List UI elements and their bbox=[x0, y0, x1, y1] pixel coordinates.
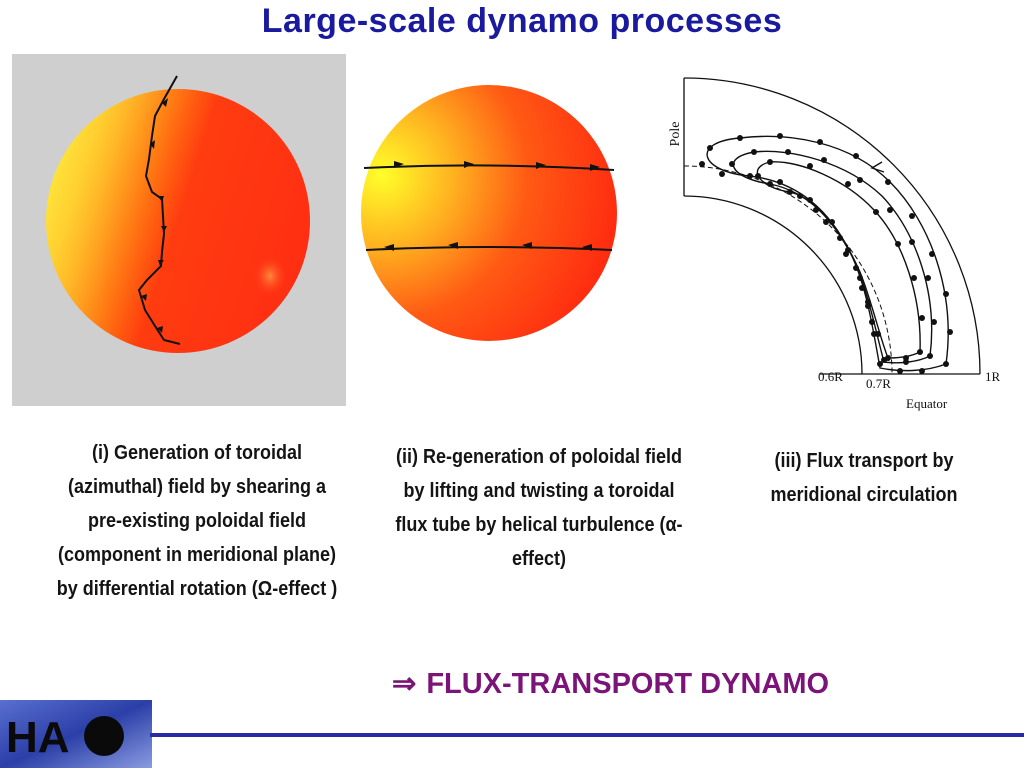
footer-divider bbox=[150, 733, 1024, 737]
omega-effect-sphere bbox=[12, 54, 346, 406]
alpha-effect-caption: (ii) Re-generation of poloidal field by … bbox=[395, 446, 683, 570]
radius-label-07: 0.7R bbox=[866, 376, 891, 391]
alpha-effect-figure bbox=[360, 84, 618, 342]
flux-transport-caption: (iii) Flux transport by meridional circu… bbox=[770, 450, 958, 506]
hao-logo: HA bbox=[0, 700, 152, 768]
equator-label: Equator bbox=[906, 396, 948, 411]
radius-label-06: 0.6R bbox=[818, 369, 843, 384]
omega-effect-caption: (i) Generation of toroidal (azimuthal) f… bbox=[56, 442, 338, 600]
flux-transport-diagram: Pole 0.6R 0.7R 1R Equator bbox=[650, 72, 1018, 422]
alpha-effect-sphere bbox=[361, 85, 617, 341]
toroidal-flux-tube-south bbox=[365, 246, 613, 251]
slide-title: Large-scale dynamo processes bbox=[261, 2, 783, 40]
conclusion-text: FLUX-TRANSPORT DYNAMO bbox=[426, 668, 830, 700]
hao-logo-text: HA bbox=[6, 713, 70, 762]
implies-arrow: ⇒ bbox=[392, 668, 417, 700]
flux-transport-dynamo-conclusion: ⇒ FLUX-TRANSPORT DYNAMO bbox=[392, 666, 829, 701]
radius-label-1: 1R bbox=[985, 369, 1001, 384]
omega-effect-figure bbox=[12, 54, 346, 406]
pole-label: Pole bbox=[668, 122, 683, 147]
meridional-quadrant: Pole 0.6R 0.7R 1R Equator bbox=[668, 77, 1001, 411]
sheared-field-line bbox=[137, 75, 181, 345]
